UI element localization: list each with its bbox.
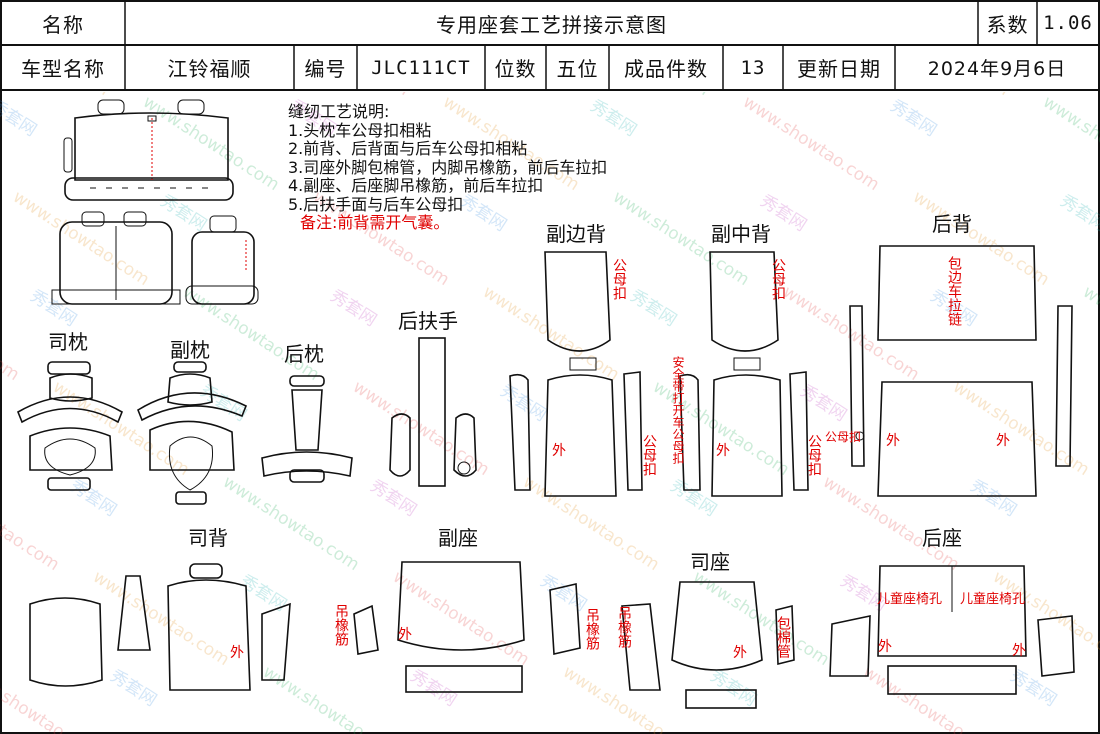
model-label: 车型名称 xyxy=(21,57,105,81)
coef-value: 1.06 xyxy=(1043,12,1093,34)
annot-snap-rear-back: 公母扣 xyxy=(825,430,862,444)
annot-outer: 外 xyxy=(996,433,1010,449)
note-item: 1.头枕车公母扣相粘 xyxy=(288,120,432,140)
annot-child-seat-hole-1: 儿童座椅孔 xyxy=(877,592,943,607)
driver-seat-pattern xyxy=(621,581,795,709)
annot-outer: 外 xyxy=(886,433,900,449)
label-driver-seat: 司座 xyxy=(690,550,730,574)
notes-remark: 备注:前背需开气囊。 xyxy=(300,213,450,232)
rear-back-pattern xyxy=(849,245,1073,497)
date-label: 更新日期 xyxy=(797,57,881,81)
sewing-notes: 缝纫工艺说明: 1.头枕车公母扣相粘 2.前背、后背面与后车公母扣相粘 3.司座… xyxy=(288,102,608,233)
code-label: 编号 xyxy=(304,57,347,81)
annot-outer: 外 xyxy=(733,645,747,661)
driver-headrest-pattern xyxy=(16,361,124,491)
annot-zipper: 包边车拉链 xyxy=(946,256,962,326)
annot-outer: 外 xyxy=(1012,643,1026,659)
document-title: 专用座套工艺拼接示意图 xyxy=(436,12,667,37)
rear-armrest-pattern xyxy=(389,337,477,487)
passenger-headrest-pattern xyxy=(137,361,248,505)
note-item: 2.前背、后背面与后车公母扣相粘 xyxy=(288,139,528,158)
name-label: 名称 xyxy=(42,12,84,37)
annot-snap-mid-back: 公母扣 xyxy=(770,258,786,300)
notes-heading: 缝纫工艺说明: xyxy=(288,102,390,121)
driver-back-pattern xyxy=(29,563,291,691)
label-rear-seat: 后座 xyxy=(922,526,962,550)
annot-snap-side-back-2: 公母扣 xyxy=(641,434,657,476)
annot-rubber-driver-seat: 吊橡筋 xyxy=(616,606,632,648)
label-rear-armrest: 后扶手 xyxy=(398,309,458,333)
annot-outer: 外 xyxy=(878,639,892,655)
seat-overview-illustration xyxy=(51,99,259,305)
seats-label: 位数 xyxy=(494,57,537,81)
annot-cotton-tube: 包棉管 xyxy=(775,616,791,658)
annot-outer: 外 xyxy=(230,645,244,661)
model-value: 江铃福顺 xyxy=(167,57,252,81)
label-driver-headrest: 司枕 xyxy=(48,330,88,354)
label-rear-back: 后背 xyxy=(932,212,972,236)
annot-outer: 外 xyxy=(716,443,730,459)
label-pass-headrest: 副枕 xyxy=(170,338,210,362)
annot-outer: 外 xyxy=(398,627,412,643)
note-item: 4.副座、后座脚吊橡筋，前后车拉扣 xyxy=(288,176,544,195)
note-item: 5.后扶手面与后车公母扣 xyxy=(288,194,464,214)
note-item: 3.司座外脚包棉管，内脚吊橡筋，前后车拉扣 xyxy=(288,157,608,177)
label-rear-headrest: 后枕 xyxy=(284,342,324,366)
rear-seat-pattern xyxy=(829,565,1075,695)
coef-label: 系数 xyxy=(986,12,1029,37)
code-value: JLC111CT xyxy=(371,56,471,79)
label-driver-back: 司背 xyxy=(188,526,228,550)
label-pass-mid-back: 副中背 xyxy=(711,222,771,246)
pieces-label: 成品件数 xyxy=(624,57,708,81)
pass-side-back-pattern xyxy=(509,251,643,497)
annot-child-seat-hole-2: 儿童座椅孔 xyxy=(960,592,1026,607)
annot-snap-mid-back-2: 公母扣 xyxy=(806,434,822,476)
rear-headrest-pattern xyxy=(261,375,353,483)
annot-rubber-pass-seat-r: 吊橡筋 xyxy=(584,608,600,650)
passenger-seat-pattern xyxy=(353,561,581,693)
label-pass-side-back: 副边背 xyxy=(546,222,606,246)
seats-value: 五位 xyxy=(556,57,599,81)
date-value: 2024年9月6日 xyxy=(927,58,1067,80)
pieces-value: 13 xyxy=(740,56,766,79)
annot-airbag: 安全带打开车公母扣 xyxy=(671,356,685,464)
annot-snap-side-back: 公母扣 xyxy=(611,258,627,300)
annot-outer: 外 xyxy=(552,443,566,459)
pass-mid-back-pattern xyxy=(679,251,809,497)
label-pass-seat: 副座 xyxy=(438,526,478,550)
annot-rubber-pass-seat-l: 吊橡筋 xyxy=(333,604,349,646)
